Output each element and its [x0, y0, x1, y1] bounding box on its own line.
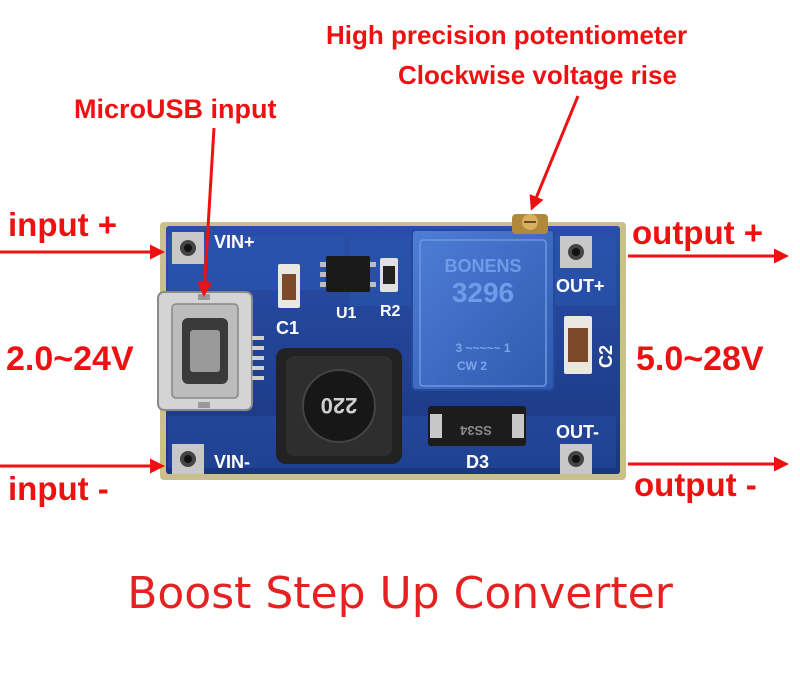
input-plus-label: input + — [8, 206, 118, 243]
pot-pins: 3 ~~~~~ 1 — [455, 341, 510, 355]
capacitor-c2 — [564, 316, 592, 374]
arrow-potentiometer — [529, 95, 580, 211]
silk-r2: R2 — [380, 303, 401, 320]
diode-marking: SS34 — [459, 423, 492, 438]
input-minus-label: input - — [8, 470, 109, 507]
pot-annotation-subtitle: Clockwise voltage rise — [398, 60, 677, 90]
inductor-marking: 220 — [321, 393, 358, 418]
output-range-label: 5.0~28V — [636, 340, 764, 378]
pot-marking: CW 2 — [457, 359, 487, 373]
caption: Boost Step Up Converter — [127, 568, 673, 619]
diode-d3 — [428, 406, 526, 446]
potentiometer — [411, 214, 555, 391]
silk-vin-plus: VIN+ — [214, 232, 255, 252]
microusb-connector — [157, 291, 264, 411]
input-range-label: 2.0~24V — [6, 340, 134, 378]
microusb-annotation: MicroUSB input — [74, 94, 277, 124]
pot-brand: BONENS — [444, 256, 521, 276]
inductor — [276, 348, 402, 464]
resistor-r2 — [380, 258, 398, 292]
pad-vin-minus — [172, 444, 204, 474]
silk-c2: C2 — [596, 345, 616, 368]
pad-vin-plus — [172, 232, 204, 264]
output-plus-label: output + — [632, 214, 764, 251]
silk-out-minus: OUT- — [556, 422, 599, 442]
silk-c1: C1 — [276, 318, 299, 338]
silk-d3: D3 — [466, 452, 489, 472]
pad-out-plus — [560, 236, 592, 268]
chip-u1 — [320, 256, 376, 292]
pot-annotation-title: High precision potentiometer — [326, 20, 688, 50]
pad-out-minus — [560, 444, 592, 474]
output-minus-label: output - — [634, 466, 757, 503]
capacitor-c1 — [278, 264, 300, 308]
silk-vin-minus: VIN- — [214, 452, 250, 472]
pot-model: 3296 — [452, 277, 514, 308]
silk-out-plus: OUT+ — [556, 276, 605, 296]
arrow-microusb — [197, 127, 216, 297]
potentiometer-adjust-screw — [512, 214, 548, 234]
silk-u1: U1 — [336, 305, 357, 322]
